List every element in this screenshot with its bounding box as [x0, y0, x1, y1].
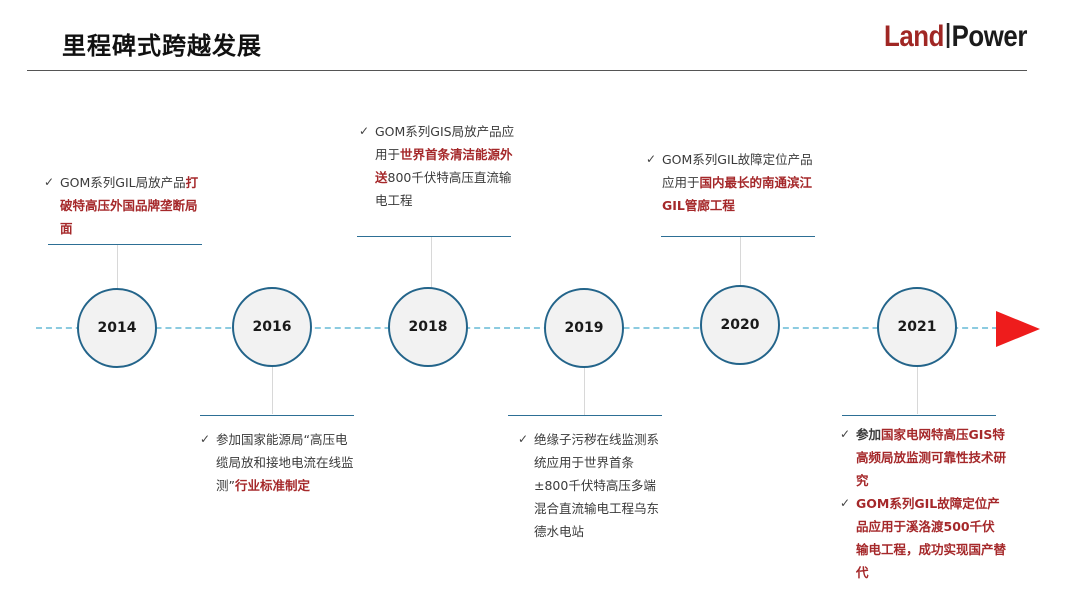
milestone-note-2016: ✓ 参加国家能源局“高压电缆局放和接地电流在线监测”行业标准制定	[200, 428, 358, 497]
year-node-2016: 2016	[232, 287, 312, 367]
milestone-item: ✓ 绝缘子污秽在线监测系统应用于世界首条±800千伏特高压多端混合直流输电工程乌东…	[518, 428, 668, 543]
item-highlight: 国家电网特高压GIS特高频局放监测可靠性技术研究	[856, 427, 1007, 488]
year-node-2019: 2019	[544, 288, 624, 368]
check-icon: ✓	[646, 152, 657, 166]
year-label: 2019	[564, 320, 604, 336]
year-node-2014: 2014	[77, 288, 157, 368]
item-highlight: 国内最长的南通滨江GIL管廊工程	[662, 175, 813, 213]
item-text: 参加	[856, 427, 882, 442]
page-title: 里程碑式跨越发展	[62, 32, 262, 60]
item-highlight: GOM系列GIL故障定位产品应用于	[856, 496, 1000, 534]
year-label: 2014	[97, 320, 137, 336]
year-node-2021: 2021	[877, 287, 957, 367]
item-text: GOM系列GIL局放产品	[60, 175, 186, 190]
note-rule-2014	[48, 244, 202, 245]
timeline-arrow-icon	[996, 311, 1040, 347]
logo-separator	[946, 23, 950, 48]
item-highlight: 行业标准制定	[234, 478, 310, 493]
milestone-item: ✓ GOM系列GIL故障定位产品应用于溪洛渡500千伏输电工程，成功实现国产替代	[840, 492, 1006, 584]
milestone-note-2018: ✓ GOM系列GIS局放产品应用于世界首条清洁能源外送800千伏特高压直流输电工程	[359, 120, 515, 212]
year-label: 2021	[897, 319, 937, 335]
milestone-item: ✓ 参加国家电网特高压GIS特高频局放监测可靠性技术研究	[840, 423, 1006, 492]
logo-text-land: Land	[884, 20, 944, 53]
check-icon: ✓	[200, 432, 211, 446]
item-highlight: 世界首条清洁能源外送	[375, 147, 513, 185]
check-icon: ✓	[840, 496, 851, 510]
check-icon: ✓	[359, 124, 370, 138]
year-label: 2018	[408, 319, 448, 335]
note-rule-2016	[200, 415, 354, 416]
note-rule-2019	[508, 415, 662, 416]
connector-2018	[431, 236, 432, 287]
item-text: 800千伏特高压直流输电工程	[375, 170, 512, 208]
milestone-item: ✓ 参加国家能源局“高压电缆局放和接地电流在线监测”行业标准制定	[200, 428, 358, 497]
year-label: 2016	[252, 319, 292, 335]
milestone-item: ✓ GOM系列GIL故障定位产品应用于国内最长的南通滨江GIL管廊工程	[646, 148, 822, 217]
connector-2021	[917, 367, 918, 414]
item-text: GOM系列GIS局放产品应用于	[375, 124, 515, 162]
year-label: 2020	[720, 317, 760, 333]
check-icon: ✓	[518, 432, 529, 446]
header-divider	[27, 70, 1027, 71]
note-rule-2021	[842, 415, 996, 416]
item-highlight: 打破特高压外国品牌垄断局面	[60, 175, 199, 236]
item-text: 绝缘子污秽在线监测系统应用于世界首条±800千伏特高压多端混合直流输电工程乌东德…	[534, 432, 660, 539]
item-text: GOM系列GIL故障定位产品应用于	[662, 152, 813, 190]
check-icon: ✓	[44, 175, 55, 189]
milestone-note-2020: ✓ GOM系列GIL故障定位产品应用于国内最长的南通滨江GIL管廊工程	[646, 148, 822, 217]
milestone-note-2021: ✓ 参加国家电网特高压GIS特高频局放监测可靠性技术研究 ✓ GOM系列GIL故障定…	[840, 423, 1006, 584]
note-rule-2018	[357, 236, 511, 237]
year-node-2020: 2020	[700, 285, 780, 365]
item-highlight: 溪洛渡500千伏输电工程，成功实现国产替代	[856, 519, 1007, 580]
connector-2020	[740, 236, 741, 285]
connector-2016	[272, 367, 273, 414]
year-node-2018: 2018	[388, 287, 468, 367]
logo-text-power: Power	[951, 20, 1028, 53]
connector-2014	[117, 244, 118, 288]
item-text: 参加国家能源局“高压电缆局放和接地电流在线监测”	[216, 432, 354, 493]
milestone-note-2014: ✓ GOM系列GIL局放产品打破特高压外国品牌垄断局面	[44, 171, 204, 240]
milestone-note-2019: ✓ 绝缘子污秽在线监测系统应用于世界首条±800千伏特高压多端混合直流输电工程乌东…	[518, 428, 668, 543]
check-icon: ✓	[840, 427, 851, 441]
note-rule-2020	[661, 236, 815, 237]
timeline-axis	[36, 327, 998, 329]
connector-2019	[584, 368, 585, 415]
milestone-item: ✓ GOM系列GIS局放产品应用于世界首条清洁能源外送800千伏特高压直流输电工程	[359, 120, 515, 212]
milestone-item: ✓ GOM系列GIL局放产品打破特高压外国品牌垄断局面	[44, 171, 204, 240]
